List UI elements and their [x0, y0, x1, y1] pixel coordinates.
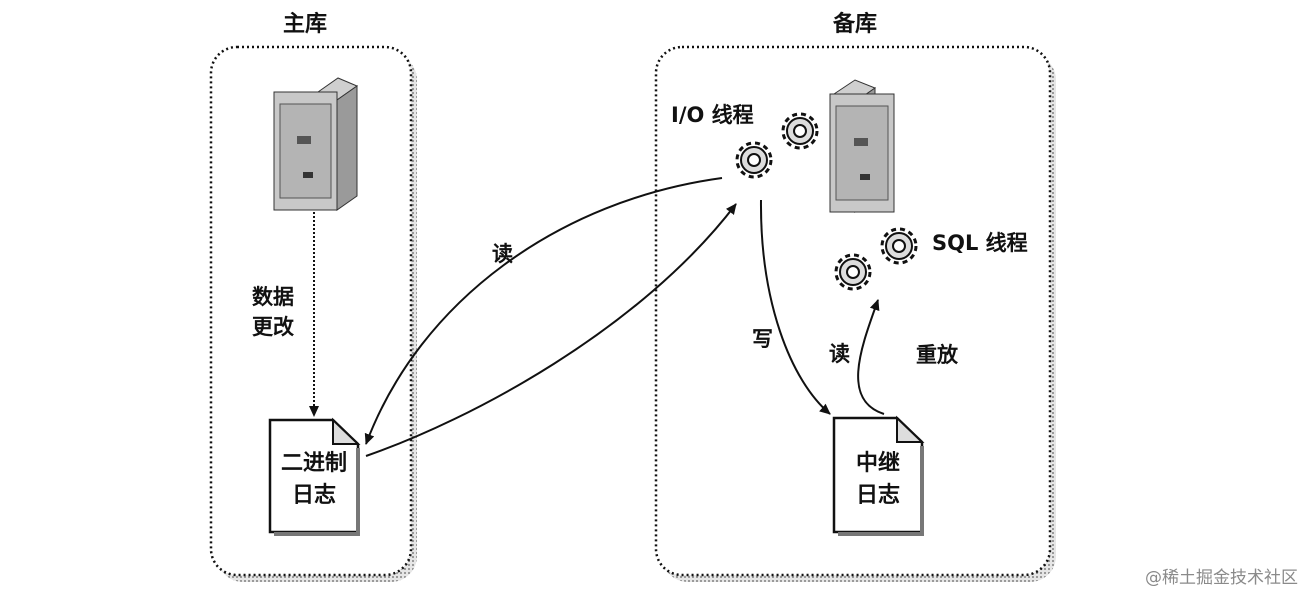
- slave-server-icon: [829, 79, 895, 213]
- data-change-label-line2: 更改: [252, 315, 294, 339]
- relaylog-label-line2: 日志: [855, 483, 900, 508]
- binlog-label: 二进制 日志: [270, 448, 358, 512]
- relaylog-label: 中继 日志: [834, 448, 922, 512]
- master-container: [209, 45, 417, 582]
- master-server-icon: [273, 77, 359, 211]
- replay-label: 重放: [916, 343, 958, 367]
- read-request-arrow: [364, 177, 723, 445]
- slave-container: [654, 45, 1056, 582]
- sql-thread-label: SQL 线程: [932, 231, 1028, 255]
- sql-read-arrow: [857, 299, 885, 415]
- read-response-arrow: [365, 203, 737, 457]
- relaylog-label-line1: 中继: [855, 451, 900, 476]
- sql-read-label: 读: [829, 342, 850, 366]
- read-label: 读: [492, 242, 513, 266]
- write-label: 写: [752, 327, 773, 351]
- write-arrow: [759, 199, 831, 415]
- data-change-label-line1: 数据: [252, 285, 294, 309]
- binlog-label-line2: 日志: [291, 483, 336, 508]
- binlog-document-icon: [268, 417, 361, 536]
- master-title: 主库: [283, 12, 328, 37]
- io-thread-label: I/O 线程: [671, 103, 754, 127]
- relaylog-document-icon: [832, 415, 925, 536]
- slave-title: 备库: [833, 12, 878, 37]
- arrows: [309, 177, 885, 457]
- watermark: @稀土掘金技术社区: [1145, 568, 1298, 588]
- binlog-label-line1: 二进制: [280, 451, 347, 476]
